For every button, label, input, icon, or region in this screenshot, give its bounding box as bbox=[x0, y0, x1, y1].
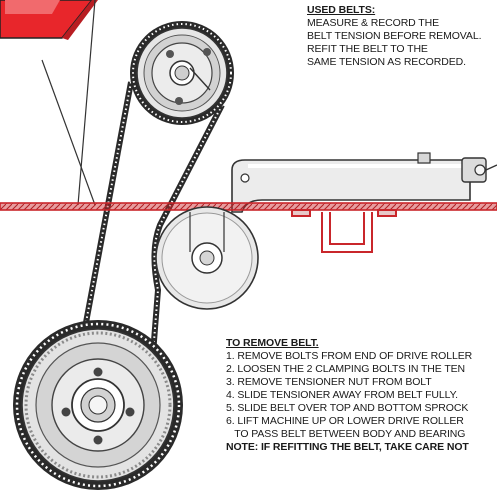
used-belts-line: REFIT THE BELT TO THE bbox=[307, 43, 428, 55]
remove-belt-note: NOTE: IF REFITTING THE BELT, TAKE CARE N… bbox=[226, 441, 469, 453]
remove-belt-heading: TO REMOVE BELT. bbox=[226, 337, 319, 349]
remove-belt-step: 3. REMOVE TENSIONER NUT FROM BOLT bbox=[226, 376, 432, 388]
remove-belt-step: TO PASS BELT BETWEEN BODY AND BEARING bbox=[226, 428, 466, 440]
mounting-bracket bbox=[291, 209, 397, 253]
remove-belt-step: 6. LIFT MACHINE UP OR LOWER DRIVE ROLLER bbox=[226, 415, 464, 427]
used-belts-note: USED BELTS: MEASURE & RECORD THE BELT TE… bbox=[307, 4, 481, 69]
remove-belt-instructions: TO REMOVE BELT. 1. REMOVE BOLTS FROM END… bbox=[226, 337, 472, 454]
used-belts-heading: USED BELTS: bbox=[307, 4, 376, 16]
bottom-sprocket bbox=[13, 320, 183, 490]
red-frame-corner bbox=[0, 0, 98, 40]
remove-belt-step: 2. LOOSEN THE 2 CLAMPING BOLTS IN THE TE… bbox=[226, 363, 466, 375]
used-belts-line: SAME TENSION AS RECORDED. bbox=[307, 56, 466, 68]
frame-rail bbox=[0, 202, 497, 211]
tensioner-arm bbox=[231, 152, 497, 213]
used-belts-line: BELT TENSION BEFORE REMOVAL. bbox=[307, 30, 482, 42]
top-sprocket bbox=[130, 21, 234, 125]
remove-belt-step: 4. SLIDE TENSIONER AWAY FROM BELT FULLY. bbox=[226, 389, 458, 401]
remove-belt-step: 1. REMOVE BOLTS FROM END OF DRIVE ROLLER bbox=[226, 350, 473, 362]
tensioner-pulley bbox=[155, 206, 259, 310]
remove-belt-step: 5. SLIDE BELT OVER TOP AND BOTTOM SPROCK bbox=[226, 402, 469, 414]
leader-lines bbox=[41, 0, 96, 206]
used-belts-line: MEASURE & RECORD THE bbox=[307, 17, 439, 29]
